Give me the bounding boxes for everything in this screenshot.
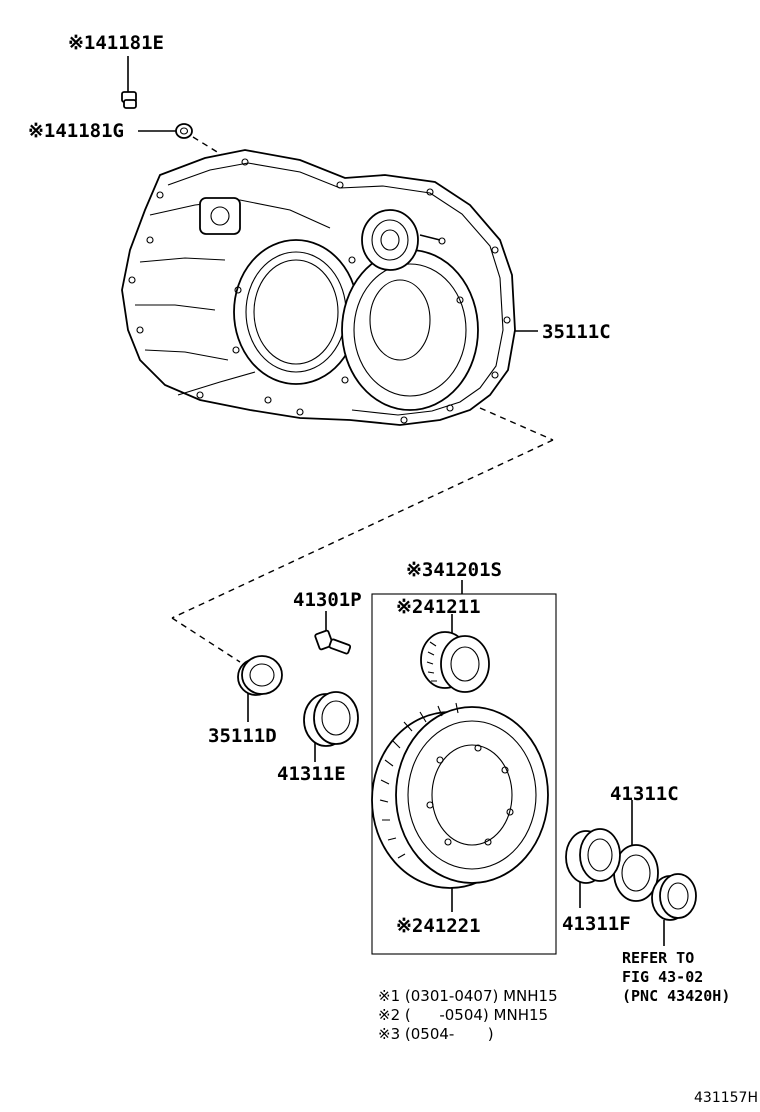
case-label: 35111C	[542, 321, 611, 343]
diff-assy-box	[371, 580, 557, 955]
gasket-label: ※141181G	[28, 120, 124, 142]
bearing-race-part	[613, 800, 659, 902]
bolt-part	[314, 611, 352, 655]
bearing-right-part	[565, 828, 621, 908]
bearing-left-label: 41311E	[277, 763, 346, 785]
referenced-seal-part	[651, 873, 697, 946]
refer-line1: REFER TO	[622, 949, 694, 967]
gasket-part	[138, 123, 223, 156]
plug-part	[121, 56, 137, 109]
note-2: ※2 ( -0504) MNH15	[378, 1006, 548, 1024]
figure-code: 431157H	[694, 1090, 758, 1106]
ring-gear-label: ※241221	[396, 915, 481, 937]
transaxle-case-part	[121, 149, 538, 426]
oil-seal-label: 35111D	[208, 725, 277, 747]
plug-label: ※141181E	[68, 32, 164, 54]
bearing-race-label: 41311C	[610, 783, 679, 805]
bolt-label: 41301P	[293, 589, 362, 611]
oil-seal-part	[237, 655, 283, 722]
refer-line3: (PNC 43420H)	[622, 987, 730, 1005]
pinion-label: ※241211	[396, 596, 481, 618]
diff-assy-label: ※341201S	[406, 559, 502, 581]
refer-line2: FIG 43-02	[622, 968, 703, 986]
note-1: ※1 (0301-0407) MNH15	[378, 987, 558, 1005]
bearing-right-label: 41311F	[562, 913, 631, 935]
note-3: ※3 (0504- )	[378, 1025, 494, 1043]
ring-gear-part	[371, 702, 549, 912]
bearing-left-part	[303, 691, 359, 762]
pinion-part	[420, 614, 490, 693]
